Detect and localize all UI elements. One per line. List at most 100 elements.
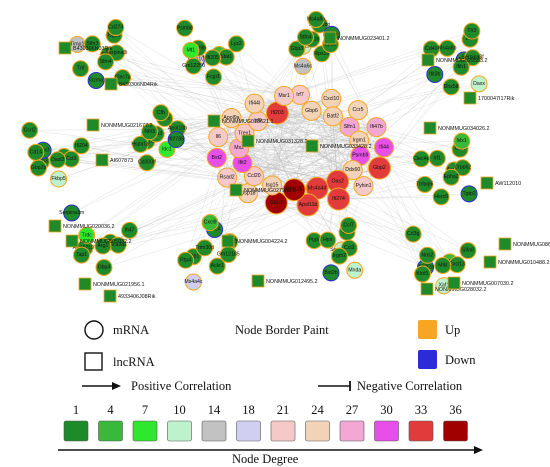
node-label: Ccrl2 — [24, 127, 36, 133]
mrna-node — [374, 137, 395, 158]
edge — [283, 95, 338, 182]
node-label: Bst2 — [212, 155, 222, 161]
mrna-node — [107, 19, 125, 37]
node-label: Ccl7 — [343, 222, 353, 228]
lncrna-node — [207, 114, 221, 128]
lncrna-label: 1700047I17Rik — [478, 96, 515, 102]
edge — [379, 57, 473, 169]
node-label: Irgm1 — [353, 138, 366, 144]
node-label: Gbp6 — [305, 108, 318, 114]
mrna-node — [78, 226, 96, 244]
node-label: Mlkl — [438, 262, 447, 268]
node-label: Apol9a — [223, 115, 239, 121]
mrna-node — [434, 256, 452, 274]
edge — [96, 80, 301, 96]
mrna-node — [453, 132, 471, 150]
mrna-node — [330, 247, 348, 265]
mrna-node — [27, 143, 45, 161]
node-label: Cd300lf — [138, 160, 156, 166]
edge — [317, 67, 462, 189]
node-label: Ms4a6c — [294, 63, 313, 69]
node-label: Phf11b — [286, 187, 302, 193]
edge — [35, 117, 232, 153]
lncrna-label: NONMMUG007030.2 — [462, 281, 514, 287]
edge — [257, 121, 338, 182]
mrna-node — [426, 65, 444, 83]
degree-value-14: 14 — [208, 403, 221, 417]
node-label: Slfn3 — [87, 41, 99, 47]
mrna-node — [73, 246, 91, 264]
node-label: Irf1 — [434, 155, 442, 161]
node-label: Oas2 — [331, 178, 344, 184]
mrna-node — [413, 265, 431, 283]
legend: mRNA lncRNA Node Border Paint Up Down Po… — [58, 320, 483, 466]
node-label: Mx2 — [234, 145, 244, 151]
mrna-node — [288, 40, 306, 58]
node-label: Tlr3 — [467, 28, 476, 34]
node-label: Pyhin1 — [356, 183, 372, 189]
node-label: Il6 — [216, 134, 222, 140]
edge — [357, 48, 432, 111]
node-label: Ly6a — [325, 42, 336, 48]
node-label: Crppk2 — [454, 165, 471, 171]
node-label: Slfn4 — [100, 59, 112, 65]
degree-axis-arrow-head-icon — [474, 446, 483, 454]
lncrna-node — [229, 183, 243, 197]
degree-value-18: 18 — [242, 403, 255, 417]
lncrna-label: B430306N03Rik — [73, 46, 113, 52]
mrna-node — [418, 246, 436, 264]
mrna-node — [243, 166, 264, 187]
mrna-legend-label: mRNA — [113, 323, 149, 337]
lncrna-label: NONMMUG023401.2 — [338, 36, 390, 42]
mrna-node — [94, 237, 112, 255]
node-label: Gbp2 — [373, 165, 386, 171]
mrna-node — [184, 273, 202, 291]
mrna-node — [50, 170, 68, 188]
down-swatch — [418, 350, 437, 369]
mrna-node — [21, 121, 39, 139]
node-label: Trdc — [82, 232, 93, 238]
node-label: Ifi274 — [332, 196, 345, 202]
node-label: Cxcl13 — [449, 262, 465, 268]
lncrna-label: NONMMUG020036.2 — [63, 224, 115, 230]
positive-correlation-label: Positive Correlation — [131, 379, 232, 393]
edge — [209, 110, 312, 223]
node-label: Hspa1a — [131, 141, 149, 147]
lncrna-node — [241, 134, 255, 148]
node-label: Ccl3 — [66, 156, 76, 162]
node-label: Nos2 — [421, 252, 433, 258]
node-label: Psmb9 — [352, 153, 368, 159]
node-label: Ifih1 — [456, 64, 466, 70]
node-label: Ccl2 — [344, 245, 354, 251]
node-label: Gbp7 — [270, 200, 283, 206]
mrna-node — [201, 214, 219, 232]
lncrna-node — [498, 237, 512, 251]
degree-swatch-4 — [98, 420, 123, 442]
node-label: Trex1 — [238, 130, 251, 136]
node-label: Ddx60 — [345, 167, 360, 173]
mrna-node — [72, 60, 90, 78]
lncrna-label: NONMMUG005032.2 — [80, 239, 132, 245]
node-label: Cxcl10 — [323, 96, 339, 102]
node-label: Epha2 — [444, 174, 459, 180]
mrna-node — [167, 131, 185, 149]
lncrna-node — [483, 255, 497, 269]
up-swatch — [418, 320, 437, 339]
mrna-node — [121, 221, 139, 239]
node-label: Irgm2 — [333, 253, 346, 259]
node-label: Nfil3 — [144, 129, 154, 135]
node-label: Cfb — [157, 110, 165, 116]
node-label: Gm12185 — [217, 251, 240, 257]
border-paint-title: Node Border Paint — [235, 323, 329, 337]
lncrna-node — [65, 234, 79, 248]
node-label: Stat1 — [220, 54, 232, 60]
node-label: Usp18 — [241, 190, 256, 196]
mrna-node — [282, 178, 306, 202]
node-label: Rps16 — [314, 51, 329, 57]
node-label: Ifi47b — [370, 124, 383, 130]
node-label: Lyz2 — [231, 41, 242, 47]
mrna-node — [438, 39, 456, 57]
lncrna-label: AI607873 — [110, 158, 133, 164]
mrna-node — [416, 175, 434, 193]
mrna-node — [131, 135, 149, 153]
